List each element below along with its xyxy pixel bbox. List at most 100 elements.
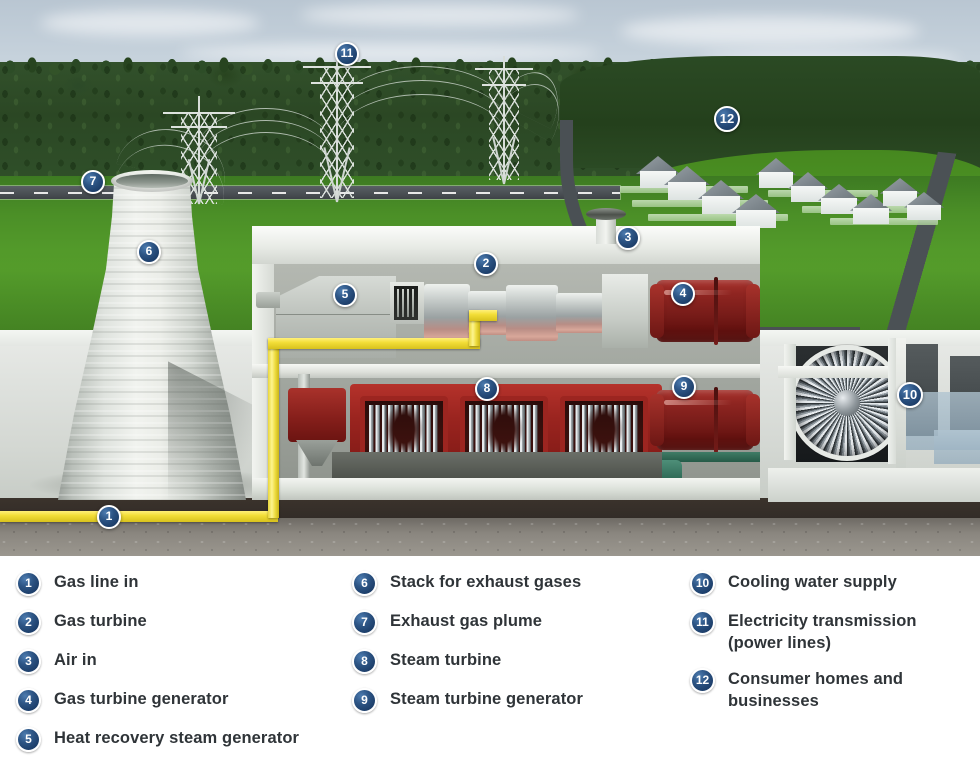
house	[850, 194, 892, 224]
callout-12[interactable]: 12	[714, 106, 740, 132]
house	[788, 172, 828, 202]
legend-label-10: Cooling water supply	[728, 573, 897, 591]
legend-label-12: Consumer homes and businesses	[728, 670, 904, 710]
house-body	[759, 172, 793, 188]
legend-badge-3: 3	[16, 649, 41, 674]
hall-ground-floor	[252, 478, 760, 500]
legend-label-9: Steam turbine generator	[390, 690, 584, 708]
legend-column-3: 10 Cooling water supply 11 Electricity t…	[690, 570, 970, 725]
legend-badge-9: 9	[352, 688, 377, 713]
hrsg-inlet-grille	[394, 286, 418, 320]
legend-item-3[interactable]: 3 Air in	[16, 648, 346, 674]
legend-badge-2: 2	[16, 610, 41, 635]
pylon-arm	[482, 84, 526, 86]
air-intake-duct	[602, 274, 648, 348]
legend-badge-12: 12	[690, 668, 715, 693]
power-line	[196, 120, 336, 166]
callout-7[interactable]: 7	[81, 170, 105, 194]
generator-end-cap	[746, 393, 760, 447]
generator-end-cap	[650, 393, 664, 447]
house-lawn	[632, 200, 768, 207]
legend-badge-11: 11	[690, 610, 715, 635]
legend-item-9[interactable]: 9 Steam turbine generator	[352, 687, 682, 713]
pylon-arm	[163, 112, 235, 114]
steam-turbine-generator-unit	[650, 387, 760, 453]
grille-fin	[407, 289, 409, 317]
legend-badge-7: 7	[352, 610, 377, 635]
legend-item-12[interactable]: 12 Consumer homes and businesses	[690, 667, 970, 712]
house-body	[791, 186, 825, 202]
ground-soil	[0, 518, 980, 556]
house	[756, 158, 796, 188]
legend-label-8: Steam turbine	[390, 651, 502, 669]
hall-mezzanine-floor	[252, 364, 760, 378]
legend-label-5: Heat recovery steam generator	[54, 729, 300, 747]
grille-fin	[412, 289, 414, 317]
cooling-wall-left	[784, 344, 796, 460]
legend-item-2[interactable]: 2 Gas turbine	[16, 609, 346, 635]
legend-columns: 1 Gas line in 2 Gas turbine 3 Air in 4 G…	[0, 570, 980, 770]
legend-item-6[interactable]: 6 Stack for exhaust gases	[352, 570, 682, 596]
gas-pipe-turbine-inlet	[469, 310, 497, 321]
house	[904, 192, 944, 220]
hall-roof	[252, 226, 760, 264]
house-body	[735, 210, 777, 228]
callout-9[interactable]: 9	[672, 375, 696, 399]
legend-label-6: Stack for exhaust gases	[390, 573, 582, 591]
pylon-mast	[336, 52, 338, 202]
legend-badge-6: 6	[352, 571, 377, 596]
callout-10[interactable]: 10	[897, 382, 923, 408]
gas-turbine-section	[424, 284, 470, 342]
power-line	[336, 80, 508, 126]
grille-fin	[397, 289, 399, 317]
house-body	[701, 196, 741, 214]
turbine-hall	[252, 226, 760, 500]
callout-1[interactable]: 1	[97, 505, 121, 529]
gas-pipe-to-turbine	[469, 310, 480, 346]
legend-label-3: Air in	[54, 651, 97, 669]
legend-item-7[interactable]: 7 Exhaust gas plume	[352, 609, 682, 635]
callout-5[interactable]: 5	[333, 283, 357, 307]
cooling-water-basin	[934, 430, 980, 464]
gas-pipe-riser	[268, 338, 279, 518]
generator-strap	[714, 387, 718, 453]
legend-item-11[interactable]: 11 Electricity transmission (power lines…	[690, 609, 970, 654]
callout-8[interactable]: 8	[475, 377, 499, 401]
cloud	[620, 16, 920, 46]
power-line	[336, 66, 508, 112]
condenser-shelf	[610, 452, 760, 462]
house-body	[853, 208, 889, 224]
legend-item-8[interactable]: 8 Steam turbine	[352, 648, 682, 674]
legend-panel: 1 Gas line in 2 Gas turbine 3 Air in 4 G…	[0, 556, 980, 770]
hrsg-seam	[276, 313, 396, 316]
callout-6[interactable]: 6	[137, 240, 161, 264]
legend-item-1[interactable]: 1 Gas line in	[16, 570, 346, 596]
power-line	[336, 94, 508, 140]
callout-3[interactable]: 3	[616, 226, 640, 250]
callout-4[interactable]: 4	[671, 282, 695, 306]
callout-11[interactable]: 11	[335, 42, 359, 66]
generator-highlight	[663, 289, 733, 295]
grille-fin	[402, 289, 404, 317]
pylon-arm	[171, 126, 227, 128]
turbine-blades	[369, 405, 439, 453]
gas-pipe-underground	[0, 511, 278, 522]
pylon-arm	[475, 68, 533, 70]
house-lawn	[648, 214, 788, 221]
house	[818, 184, 860, 214]
legend-item-10[interactable]: 10 Cooling water supply	[690, 570, 970, 596]
house	[664, 166, 710, 200]
callout-2[interactable]: 2	[474, 252, 498, 276]
soil-texture	[0, 518, 980, 556]
turbine-blades	[569, 405, 639, 453]
legend-column-1: 1 Gas line in 2 Gas turbine 3 Air in 4 G…	[16, 570, 346, 765]
legend-item-5[interactable]: 5 Heat recovery steam generator	[16, 726, 346, 752]
house-body	[907, 205, 941, 220]
legend-column-2: 6 Stack for exhaust gases 7 Exhaust gas …	[352, 570, 682, 726]
gas-turbine-section	[556, 293, 604, 333]
house	[732, 194, 780, 228]
pylon-arm	[303, 66, 371, 68]
legend-item-4[interactable]: 4 Gas turbine generator	[16, 687, 346, 713]
gas-turbine-unit	[424, 280, 604, 346]
